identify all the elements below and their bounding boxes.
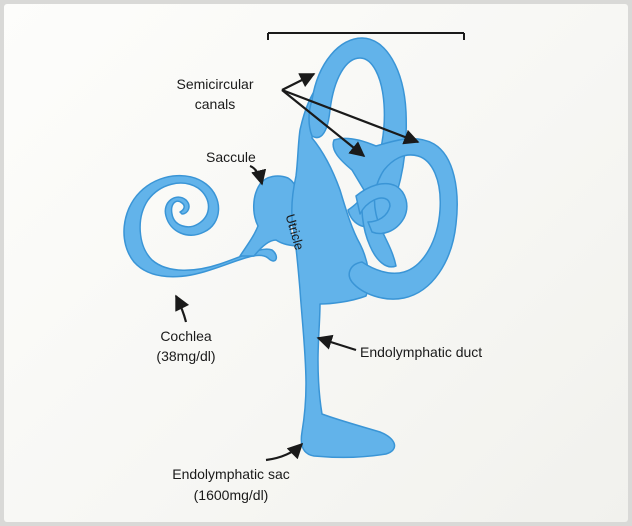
arrow-saccule	[250, 166, 262, 184]
label-endolymphatic-duct: Endolymphatic duct	[360, 344, 482, 361]
arrow-cochlea	[176, 296, 186, 322]
label-semicircular-canals: Semicircular canals	[156, 76, 274, 113]
label-endolymphatic-sac-line2: (1600mg/dl)	[146, 487, 316, 504]
label-endolymphatic-sac: Endolymphatic sac (1600mg/dl)	[146, 466, 316, 504]
label-saccule: Saccule	[206, 149, 256, 166]
label-cochlea-line1: Cochlea	[136, 328, 236, 345]
arrow-endolymphatic-sac	[266, 444, 302, 460]
arrow-endolymphatic-duct	[318, 338, 356, 350]
label-endolymphatic-sac-line1: Endolymphatic sac	[146, 466, 316, 483]
label-semicircular-line2: canals	[156, 96, 274, 113]
label-cochlea-line2: (38mg/dl)	[136, 348, 236, 365]
cochlea-shape	[124, 176, 276, 277]
label-semicircular-line1: Semicircular	[156, 76, 274, 93]
label-cochlea: Cochlea (38mg/dl)	[136, 328, 236, 365]
arrow-canal-1	[282, 74, 314, 90]
